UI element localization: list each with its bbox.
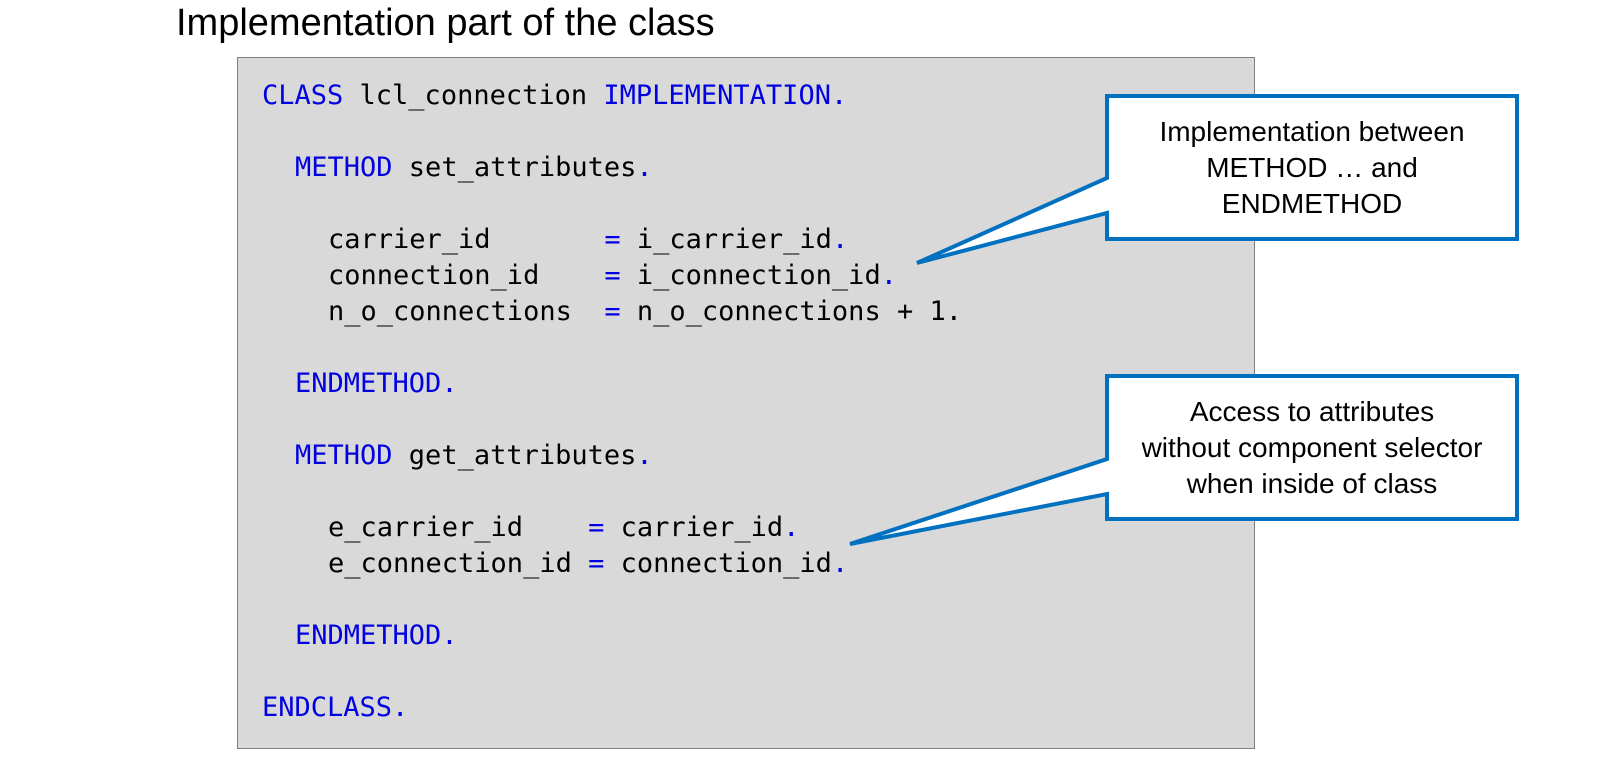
callout-2-line-2: without component selector — [1141, 432, 1483, 463]
lhs-e-connection-id: e_connection_id — [328, 548, 589, 579]
keyword-method: METHOD — [295, 152, 393, 183]
lhs-connection-id: connection_id — [328, 260, 605, 291]
equals-sign: = — [604, 224, 621, 255]
keyword-method: METHOD — [295, 440, 393, 471]
equals-sign: = — [604, 260, 621, 291]
code-line-n-o-connections: n_o_connections = n_o_connections + 1. — [328, 294, 962, 330]
callout-1-text: Implementation between METHOD … and ENDM… — [1110, 99, 1514, 237]
method-name-get: get_attributes — [392, 440, 637, 471]
code-line-method-get: METHOD get_attributes. — [295, 438, 653, 474]
keyword-class: CLASS — [262, 80, 344, 111]
period: . — [636, 152, 653, 183]
code-line-endmethod-1: ENDMETHOD. — [295, 366, 458, 402]
code-line-e-connection: e_connection_id = connection_id. — [328, 546, 848, 582]
callout-2-text: Access to attributes without component s… — [1110, 379, 1514, 517]
keyword-endclass: ENDCLASS — [262, 692, 393, 723]
code-line-method-set: METHOD set_attributes. — [295, 150, 653, 186]
period: . — [880, 260, 897, 291]
period: . — [831, 548, 849, 579]
keyword-endmethod: ENDMETHOD — [295, 368, 442, 399]
code-line-e-carrier: e_carrier_id = carrier_id. — [328, 510, 799, 546]
equals-sign: = — [604, 296, 621, 327]
keyword-implementation: IMPLEMENTATION — [603, 80, 831, 111]
code-block: CLASS lcl_connection IMPLEMENTATION. MET… — [237, 57, 1255, 749]
lhs-e-carrier-id: e_carrier_id — [328, 512, 589, 543]
rhs-connection-id: connection_id — [604, 548, 832, 579]
code-line-endclass: ENDCLASS. — [262, 690, 408, 726]
rhs-i-connection-id: i_connection_id — [620, 260, 881, 291]
callout-1-line-1: Implementation between — [1159, 116, 1465, 147]
keyword-endmethod: ENDMETHOD — [295, 620, 442, 651]
slide-title: Implementation part of the class — [176, 2, 715, 44]
code-line-endmethod-2: ENDMETHOD. — [295, 618, 458, 654]
method-name-set: set_attributes — [392, 152, 637, 183]
code-line-connection: connection_id = i_connection_id. — [328, 258, 897, 294]
period: . — [441, 368, 458, 399]
rhs-i-carrier-id: i_carrier_id — [620, 224, 832, 255]
code-line-carrier: carrier_id = i_carrier_id. — [328, 222, 848, 258]
callout-1-line-2: METHOD … and — [1206, 152, 1418, 183]
code-line-class: CLASS lcl_connection IMPLEMENTATION. — [262, 78, 847, 114]
period: . — [441, 620, 458, 651]
lhs-n-o-connections: n_o_connections — [328, 296, 605, 327]
period: . — [830, 80, 848, 111]
lhs-carrier-id: carrier_id — [328, 224, 605, 255]
period: . — [831, 224, 849, 255]
equals-sign: = — [588, 548, 605, 579]
callout-1-line-3: ENDMETHOD — [1221, 188, 1403, 219]
period: . — [783, 512, 800, 543]
equals-sign: = — [588, 512, 605, 543]
rhs-n-o-connections: n_o_connections + 1. — [620, 296, 962, 327]
period: . — [636, 440, 653, 471]
callout-2-line-1: Access to attributes — [1189, 396, 1435, 427]
class-name: lcl_connection — [343, 80, 604, 111]
period: . — [392, 692, 409, 723]
callout-2-line-3: when inside of class — [1186, 468, 1438, 499]
rhs-carrier-id: carrier_id — [604, 512, 784, 543]
